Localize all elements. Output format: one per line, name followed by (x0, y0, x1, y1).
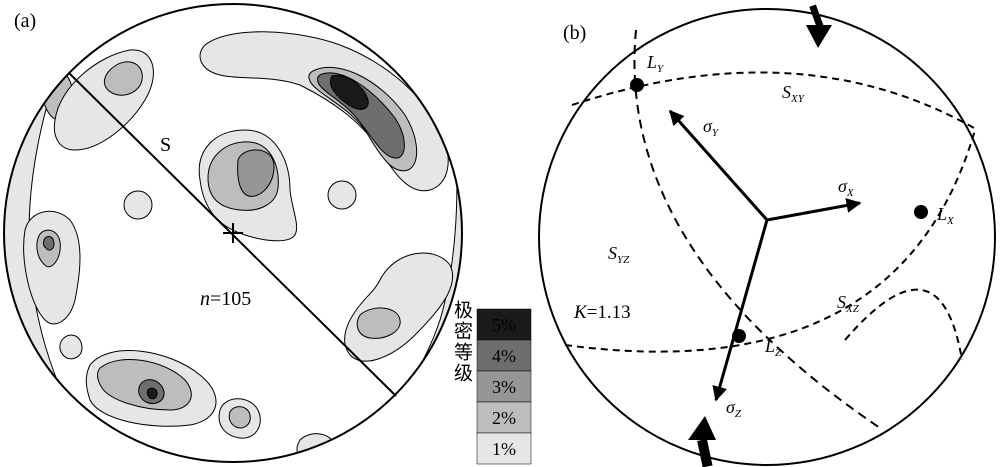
shape-parameter-k: K=1.13 (573, 302, 631, 323)
contour-bottom-middle-2 (228, 406, 251, 429)
legend-label-1: 1% (492, 439, 516, 459)
legend-label-2: 2% (492, 408, 516, 428)
contour-left-small (59, 334, 83, 360)
contour-top-arc-4 (330, 74, 369, 110)
legend-label-3: 3% (492, 377, 516, 397)
axis-label-lz: LZ (764, 336, 782, 359)
legend-swatch-4 (476, 339, 532, 372)
sigma-x-arrow (766, 198, 862, 222)
legend-swatch-1 (476, 432, 532, 465)
contour-center-3 (237, 149, 275, 197)
contour-upper-left-2 (103, 61, 143, 96)
axis-label-lx: LX (936, 204, 955, 227)
panel-a-contour-diagram: (a) S n=105 5% 4% 3% 2% 1% 极密等级 (3, 3, 532, 465)
contour-small-left (123, 190, 153, 220)
panel-b-stress-diagram: (b) SXY SYZ SXZ LY LX LZ σY σX σZ K=1.13 (538, 4, 996, 467)
density-legend: 5% 4% 3% 2% 1% 极密等级 (451, 300, 532, 465)
primitive-circle-a (3, 3, 463, 463)
legend-label-5: 5% (492, 315, 516, 335)
great-circle-outer (844, 288, 963, 361)
axis-point-lx (914, 205, 928, 219)
compression-arrow-top (806, 4, 832, 48)
contour-right-bottom-small (296, 433, 336, 462)
legend-title: 极密等级 (451, 300, 473, 384)
axis-point-lz (732, 329, 746, 343)
legend-swatch-5 (476, 308, 532, 341)
center-cross (223, 223, 243, 243)
stress-label-sigma-x: σX (838, 176, 855, 199)
plane-label-s: S (160, 134, 171, 156)
plane-label-syz: SYZ (608, 243, 630, 266)
panel-a-label: (a) (14, 10, 36, 32)
contour-small-right (327, 180, 357, 210)
compression-arrow-bottom (688, 416, 716, 467)
contour-left-3 (42, 236, 55, 251)
plane-label-sxy: SXY (782, 82, 806, 105)
stress-label-sigma-y: σY (703, 116, 720, 139)
legend-swatch-2 (476, 401, 532, 434)
contour-bottom-left-4 (146, 387, 158, 400)
legend-label-4: 4% (492, 346, 516, 366)
sigma-y-arrow (668, 109, 769, 221)
great-circle-syz (633, 29, 884, 431)
great-circle-sxz (564, 129, 976, 353)
plane-label-sxz: SXZ (837, 292, 860, 315)
axis-label-ly: LY (646, 52, 665, 75)
contour-right-lower (344, 252, 454, 362)
axis-point-ly (630, 78, 644, 92)
stress-vectors (668, 109, 862, 402)
sigma-z-arrow (712, 219, 769, 402)
sample-count: n=105 (200, 288, 251, 310)
contour-right-lower-2 (356, 307, 401, 339)
primitive-circle-b (538, 8, 996, 466)
stress-label-sigma-z: σZ (726, 397, 742, 420)
panel-b-label: (b) (563, 22, 586, 44)
contour-upper-left (53, 49, 154, 151)
